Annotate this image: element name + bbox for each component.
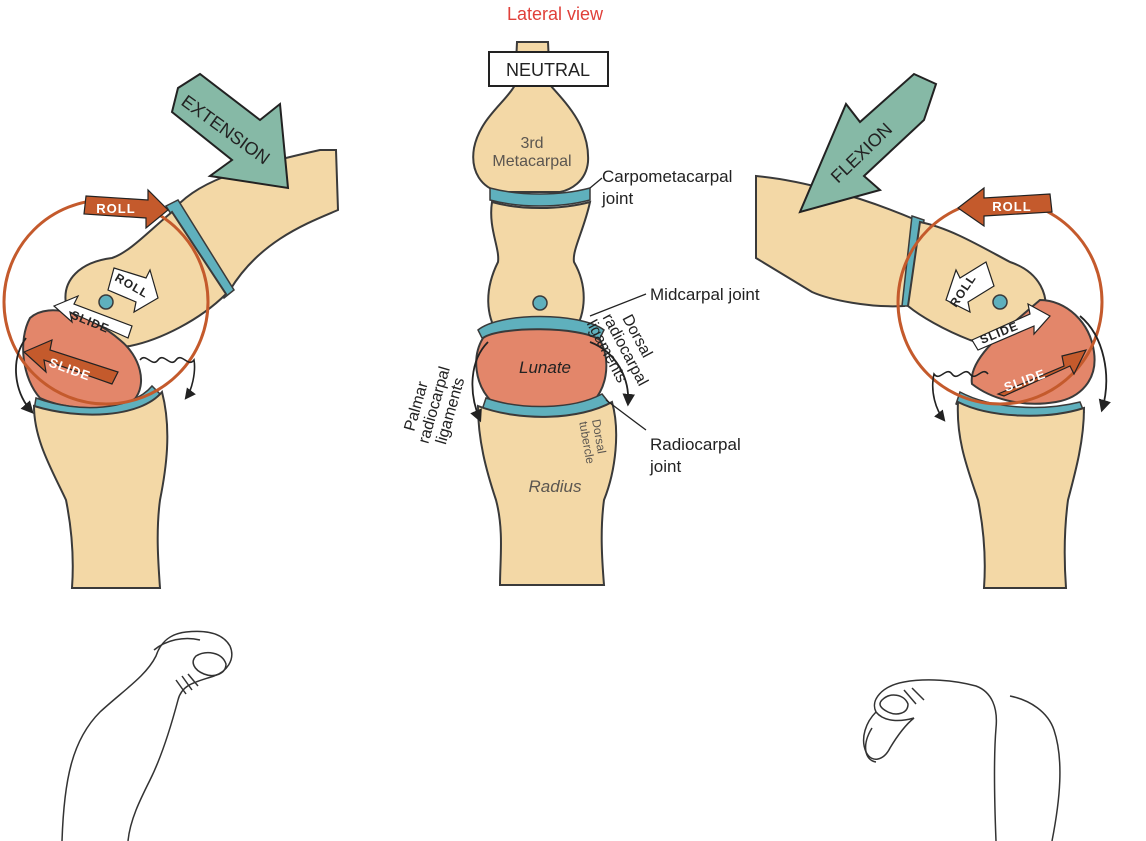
flexion-slide-inner-arrow [971,302,1051,351]
extension-roll-inner-arrow [107,267,159,314]
extension-dorsal-ligament-coil [139,356,196,400]
flexion-axis-dot [992,294,1008,310]
neutral-tag-box [488,51,609,87]
neutral-view: NEUTRAL 3rd Metacarpal Lunate Radius Dor… [402,41,760,586]
flexion-slide-outer-arrow [996,349,1088,397]
flexion-radius-bone [956,400,1086,589]
dorsal-ligament-arrow [589,341,636,407]
extension-axis-dot [98,294,114,310]
metacarpal-label-line2: Metacarpal [492,153,571,170]
cmc-label-line1: Carpometacarpal [602,167,732,186]
cmc-label-line2: joint [601,189,633,208]
neutral-tag: NEUTRAL [506,60,590,80]
flexion-big-arrow [798,72,938,214]
figure-title: Lateral view [507,4,604,24]
palmar-ligament-arrow [470,341,489,423]
flexion-palmar-ligament-coil [931,370,989,422]
extension-slide-inner-arrow [52,294,133,339]
third-metacarpal-bone [472,41,590,193]
lunate-label: Lunate [519,358,571,377]
radiocarpal-leader-line [605,399,647,431]
flexion-lunate-bone [970,298,1096,405]
extension-view: EXTENSION ROLL ROLL SLIDE SLIDE [2,72,340,589]
svg-text:Dorsal: Dorsal [589,418,609,455]
extension-roll-outer-label: ROLL [96,201,135,216]
extension-radius-bone [32,389,169,589]
extension-palmar-ligament-arrow [15,337,34,414]
flexion-roll-outer-label: ROLL [992,199,1031,214]
radiocarpal-label-line2: joint [649,457,681,476]
radius-label: Radius [529,477,582,496]
radiocarpal-label-line1: Radiocarpal [650,435,741,454]
cmc-leader-line [589,177,603,189]
flexion-dorsal-ligament-arrow [1079,315,1111,413]
extension-hand-sketch [61,630,233,841]
palmar-ligaments-label: Palmar radiocarpal ligaments [402,365,469,447]
capitate-axis-dot [532,295,548,311]
midcarpal-leader-line [589,293,647,317]
extension-big-arrow [170,72,290,190]
flexion-view: FLEXION ROLL ROLL SLIDE SLIDE [755,72,1111,589]
extension-roll-outer-arrow [83,188,169,230]
radius-bone [476,400,618,586]
flexion-hand-sketch [862,679,1061,841]
midcarpal-label: Midcarpal joint [650,285,760,304]
flexion-roll-inner-arrow [945,261,995,314]
flexion-roll-outer-arrow [956,186,1053,228]
metacarpal-label-line1: 3rd [520,135,543,152]
extension-slide-outer-arrow [22,338,119,385]
carpometacarpal-joint-cartilage [489,187,591,207]
